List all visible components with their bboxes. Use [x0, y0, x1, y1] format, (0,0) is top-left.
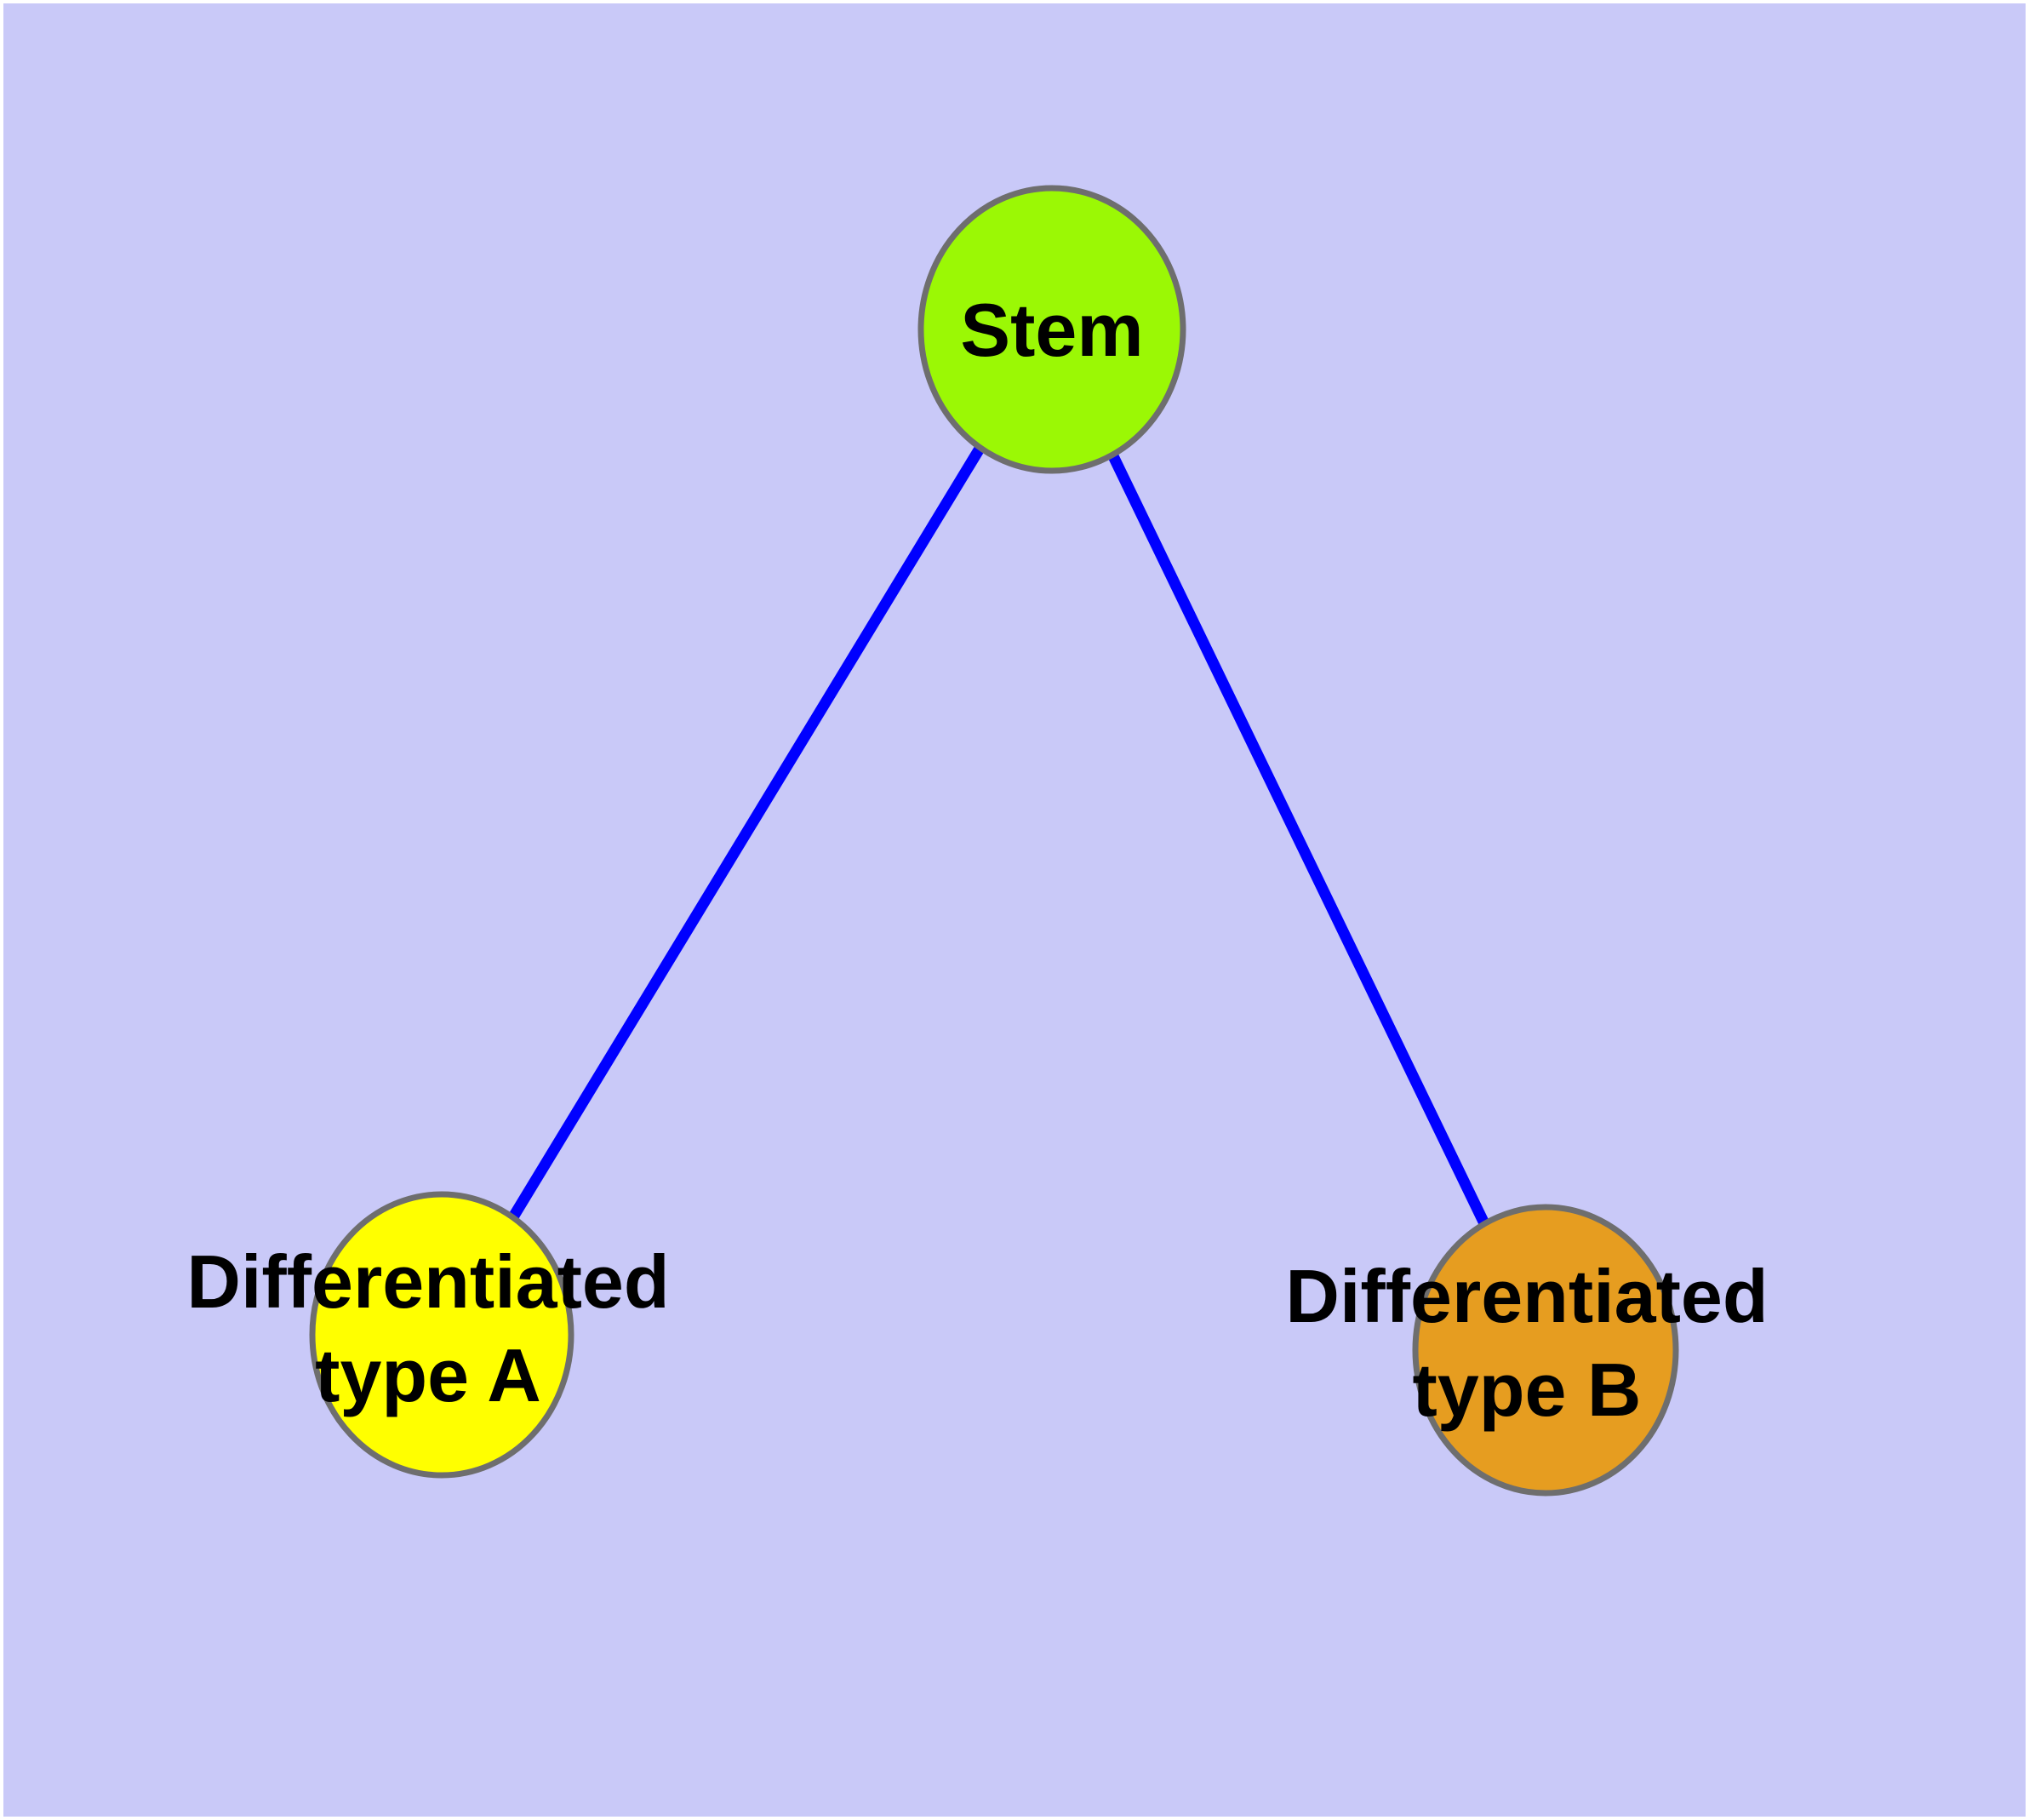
edge-stem-to-differentiated-type-a [437, 326, 1057, 1338]
node-stem-label: Stem [960, 288, 1143, 372]
edge-stem-to-differentiated-type-b [1047, 327, 1551, 1353]
node-stem-shape [917, 185, 1186, 474]
node-differentiated-type-b-shape [1412, 1204, 1679, 1497]
node-differentiated-type-a-shape [309, 1191, 574, 1479]
